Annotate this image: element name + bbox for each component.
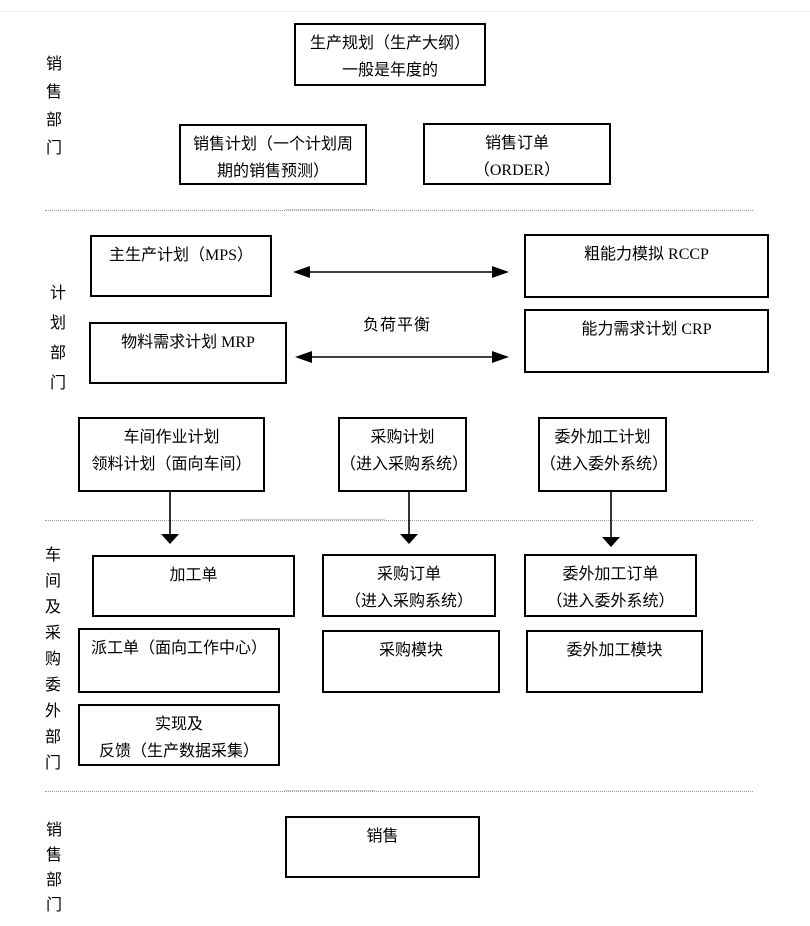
node-shop-floor-plan-line1: 车间作业计划	[123, 429, 220, 446]
double-arrow-mrp-crp	[295, 351, 509, 363]
node-purchase-module-line1: 采购模块	[378, 642, 443, 659]
section-divider-1	[45, 210, 753, 211]
node-outsource-order-line2: （进入委外系统）	[546, 593, 675, 610]
node-sales: 销售	[285, 816, 480, 878]
node-rccp: 粗能力模拟 RCCP	[524, 234, 769, 298]
section-divider-3-solid-segment	[285, 790, 375, 791]
node-realize-feedback-line1: 实现及	[154, 716, 203, 733]
node-crp: 能力需求计划 CRP	[524, 309, 769, 373]
node-mps: 主生产计划（MPS）	[90, 235, 272, 297]
double-arrow-mps-rccp	[293, 266, 509, 278]
node-shop-floor-plan-line2: 领料计划（面向车间）	[91, 456, 252, 473]
node-work-order-line1: 加工单	[169, 567, 218, 584]
arrow-shop-plan-to-work-order	[161, 492, 179, 544]
section-divider-1-solid-segment	[285, 209, 375, 210]
node-realize-feedback: 实现及 反馈（生产数据采集）	[78, 704, 280, 766]
node-outsource-plan-line2: （进入委外系统）	[540, 456, 669, 473]
lane-label-sales-top: 销售部门	[45, 56, 62, 157]
node-dispatch-order: 派工单（面向工作中心）	[78, 628, 280, 693]
node-production-plan-line2: 一般是年度的	[341, 62, 438, 79]
lane-label-planning: 计划部门	[49, 285, 66, 392]
section-divider-3	[45, 791, 753, 792]
node-purchase-plan-line2: （进入采购系统）	[340, 456, 469, 473]
section-divider-2	[45, 520, 753, 521]
node-sales-order-line2: （ORDER）	[473, 162, 561, 179]
node-dispatch-order-line1: 派工单（面向工作中心）	[90, 640, 267, 657]
node-work-order: 加工单	[92, 555, 295, 617]
node-outsource-order-line1: 委外加工订单	[562, 566, 659, 583]
arrow-purchase-plan-to-purchase-order	[400, 492, 418, 544]
node-purchase-plan-line1: 采购计划	[370, 429, 435, 446]
node-outsource-plan: 委外加工计划 （进入委外系统）	[538, 417, 669, 492]
node-realize-feedback-line2: 反馈（生产数据采集）	[98, 743, 259, 760]
node-crp-line1: 能力需求计划 CRP	[581, 321, 712, 338]
section-divider-2-solid-segment	[240, 519, 385, 520]
node-sales-plan: 销售计划（一个计划周 期的销售预测）	[179, 124, 367, 185]
node-purchase-order-line2: （进入采购系统）	[344, 593, 473, 610]
node-purchase-order-line1: 采购订单	[376, 566, 441, 583]
node-mps-line1: 主生产计划（MPS）	[108, 247, 254, 264]
load-balance-label: 负荷平衡	[363, 317, 432, 334]
node-production-plan: 生产规划（生产大纲） 一般是年度的	[294, 23, 486, 86]
node-outsource-plan-line1: 委外加工计划	[554, 429, 651, 446]
node-outsource-order: 委外加工订单 （进入委外系统）	[524, 554, 697, 617]
node-sales-plan-line2: 期的销售预测）	[216, 163, 329, 180]
lane-label-shop-purchase-outsource: 车间及采购委外部门	[44, 547, 61, 772]
node-rccp-line1: 粗能力模拟 RCCP	[584, 246, 709, 263]
node-outsource-module-line1: 委外加工模块	[566, 642, 663, 659]
node-purchase-plan: 采购计划 （进入采购系统）	[338, 417, 469, 492]
node-purchase-module: 采购模块	[322, 630, 500, 693]
node-sales-order-line1: 销售订单	[484, 135, 549, 152]
node-outsource-module: 委外加工模块	[526, 630, 703, 693]
lane-label-sales-bottom: 销售部门	[45, 822, 62, 914]
node-sales-plan-line1: 销售计划（一个计划周	[192, 136, 353, 153]
node-purchase-order: 采购订单 （进入采购系统）	[322, 554, 496, 617]
node-sales-order: 销售订单 （ORDER）	[423, 123, 611, 185]
node-mrp-line1: 物料需求计划 MRP	[121, 334, 255, 351]
top-faint-divider	[0, 11, 810, 12]
node-mrp: 物料需求计划 MRP	[89, 322, 287, 384]
node-production-plan-line1: 生产规划（生产大纲）	[309, 35, 470, 52]
node-sales-line1: 销售	[366, 828, 399, 845]
node-shop-floor-plan: 车间作业计划 领料计划（面向车间）	[78, 417, 265, 492]
